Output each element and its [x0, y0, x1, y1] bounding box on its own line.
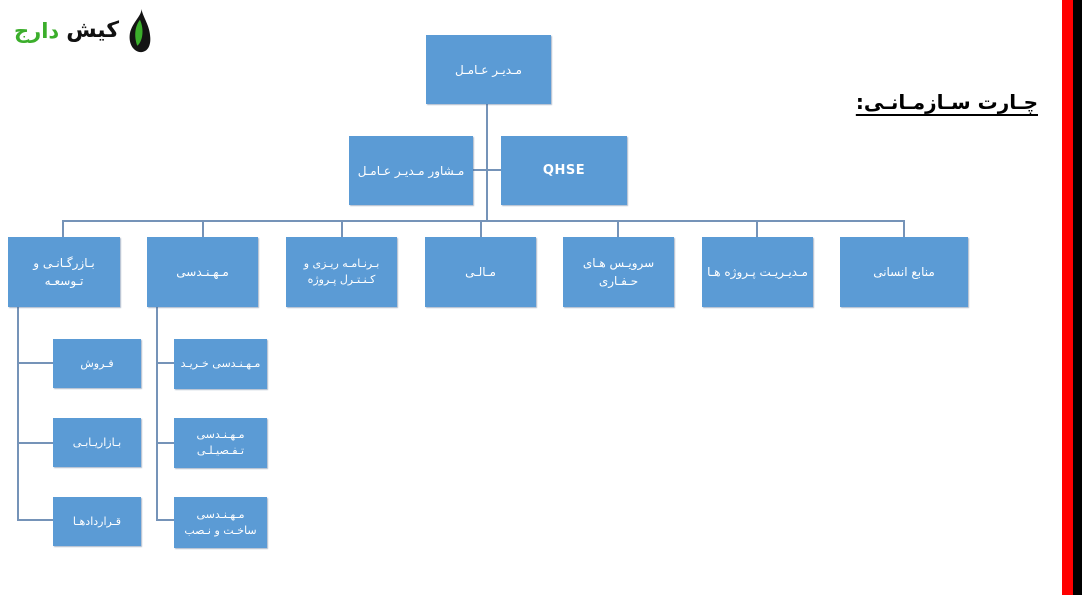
- connector-procurement-eng: [158, 362, 174, 364]
- connector-stub-hr: [903, 222, 905, 237]
- connector-contracts: [19, 519, 53, 521]
- org-node-sales: فـروش: [53, 339, 141, 388]
- connector-ceo-vertical: [486, 104, 488, 222]
- org-node-finance: مـالـی: [425, 237, 536, 307]
- org-node-human-resources: منابع انسانی: [840, 237, 968, 307]
- connector-stub-commerce: [62, 222, 64, 237]
- org-node-planning-control: بـرنـامـه ریـزی و کـنـتـرل پـروژه: [286, 237, 397, 307]
- logo-text-darj: دارج: [14, 18, 60, 43]
- flame-leaf-icon: [126, 8, 153, 53]
- org-node-ceo: مـدیـر عـامـل: [426, 35, 551, 104]
- logo-text-kish: کیش: [66, 18, 120, 43]
- connector-departments-horizontal: [62, 220, 905, 222]
- org-node-commerce-development: بـازرگـانـی و تـوسعـه: [8, 237, 120, 307]
- org-node-procurement-engineering: مـهـنـدسی خـریـد: [174, 339, 267, 389]
- connector-stub-drilling: [617, 222, 619, 237]
- company-logo: دارج کیش: [14, 8, 153, 53]
- org-node-advisor: مـشاور مـدیـر عـامـل: [349, 136, 473, 205]
- page-title: چـارت سـازمـانـی:: [855, 90, 1038, 114]
- connector-marketing: [19, 442, 53, 444]
- connector-detail-eng: [158, 442, 174, 444]
- connector-stub-finance: [480, 222, 482, 237]
- org-node-project-management: مـدیـریـت پـروژه هـا: [702, 237, 813, 307]
- connector-sales: [19, 362, 53, 364]
- org-node-engineering: مـهـنـدسی: [147, 237, 258, 307]
- org-node-construction-installation-engineering: مـهـنـدسی ساخـت و نـصب: [174, 497, 267, 548]
- connector-stub-projects: [756, 222, 758, 237]
- connector-commerce-vertical: [17, 307, 19, 521]
- org-node-marketing: بـازاریـابـی: [53, 418, 141, 467]
- org-node-qhse: QHSE: [501, 136, 627, 205]
- page-edge-red-bar: [1062, 0, 1073, 595]
- org-node-contracts: قـراردادهـا: [53, 497, 141, 546]
- connector-stub-engineering: [202, 222, 204, 237]
- connector-stub-planning: [341, 222, 343, 237]
- connector-engineering-vertical: [156, 307, 158, 521]
- org-node-detail-engineering: مـهـنـدسی تـفـصیـلـی: [174, 418, 267, 468]
- connector-advisor: [473, 169, 487, 171]
- page-edge-black-bar: [1073, 0, 1082, 595]
- org-node-drilling-services: سرویـس هـای حـفـاری: [563, 237, 674, 307]
- connector-construction-eng: [158, 519, 174, 521]
- connector-qhse: [488, 169, 502, 171]
